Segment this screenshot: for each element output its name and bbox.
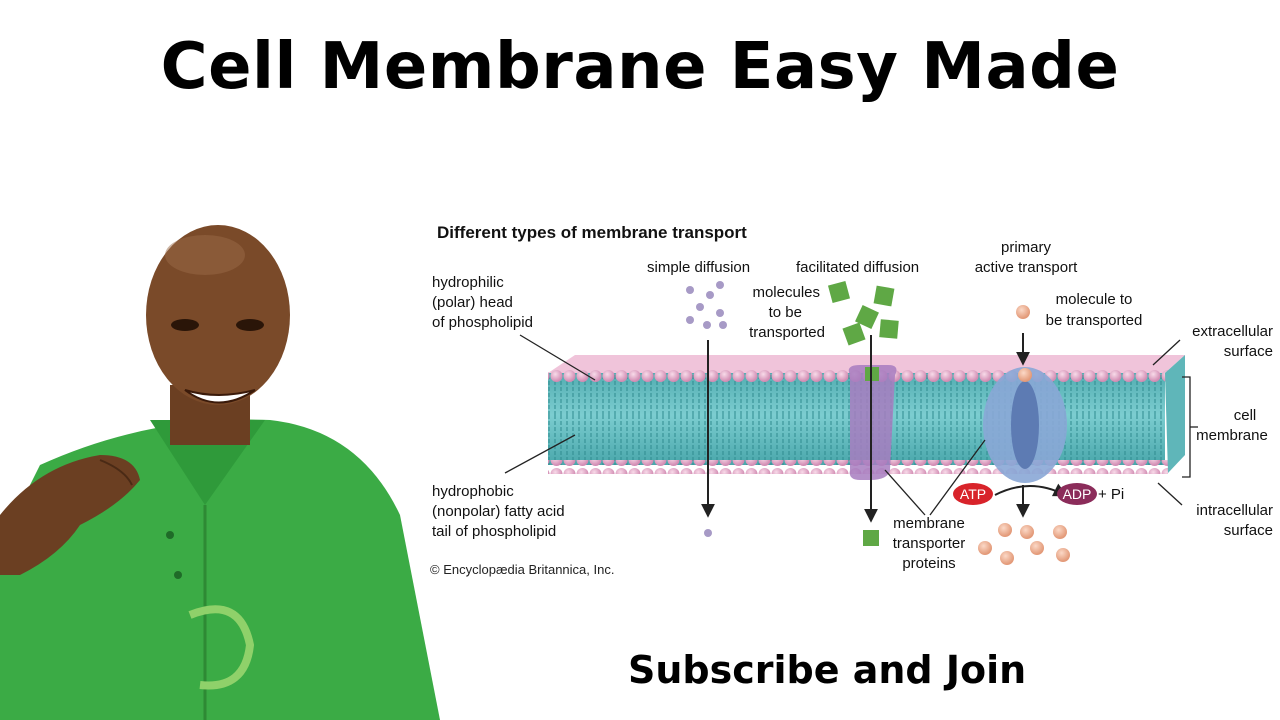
transporter-label-2: transporter xyxy=(893,535,966,552)
adp-badge xyxy=(1057,483,1097,505)
cell-membrane-label-2: membrane xyxy=(1196,427,1268,444)
pi-label: + Pi xyxy=(1098,486,1124,503)
hydrophilic-label-1: hydrophilic xyxy=(432,274,504,291)
presenter-image xyxy=(0,225,440,720)
simple-diffusion-label: simple diffusion xyxy=(647,259,750,276)
transporter-label-1: membrane xyxy=(893,515,965,532)
channel-protein xyxy=(848,365,897,480)
simple-diffusion-molecules xyxy=(686,281,727,537)
molecules-to-be-label-1: molecules xyxy=(752,284,820,301)
molecules-to-be-label-3: transported xyxy=(749,324,825,341)
hydrophobic-label-2: (nonpolar) fatty acid xyxy=(432,503,565,520)
molecules-to-be-label-2: to be xyxy=(769,304,802,321)
membrane-diagram: Different types of membrane transport xyxy=(430,223,1273,577)
copyright-label: © Encyclopædia Britannica, Inc. xyxy=(430,562,614,577)
hydrophobic-label-1: hydrophobic xyxy=(432,483,514,500)
atp-label: ATP xyxy=(960,486,986,502)
hydrophobic-label-3: tail of phospholipid xyxy=(432,523,556,540)
intracellular-label-1: intracellular xyxy=(1196,502,1273,519)
active-transport-molecules xyxy=(978,305,1070,565)
primary-active-label-2: active transport xyxy=(975,259,1078,276)
carrier-protein xyxy=(983,367,1067,483)
molecule-to-be-label-1: molecule to xyxy=(1056,291,1133,308)
cell-membrane-label-1: cell xyxy=(1234,407,1257,424)
diagram-heading: Different types of membrane transport xyxy=(437,223,747,242)
page-title: Cell Membrane Easy Made xyxy=(160,30,1120,104)
intracellular-label-2: surface xyxy=(1224,522,1273,539)
subscribe-cta: Subscribe and Join xyxy=(628,648,1027,692)
molecule-to-be-label-2: be transported xyxy=(1046,312,1143,329)
leader-lines xyxy=(504,334,1198,516)
transporter-label-3: proteins xyxy=(902,555,955,572)
hydrophilic-label-3: of phospholipid xyxy=(432,314,533,331)
extracellular-label-2: surface xyxy=(1224,343,1273,360)
atp-badge xyxy=(953,483,993,505)
hydrophilic-label-2: (polar) head xyxy=(432,294,513,311)
extracellular-label-1: extracellular xyxy=(1192,323,1273,340)
hand xyxy=(0,455,140,575)
adp-label: ADP xyxy=(1063,486,1092,502)
facilitated-cubes xyxy=(827,280,899,546)
facilitated-diffusion-label: facilitated diffusion xyxy=(796,259,919,276)
primary-active-label-1: primary xyxy=(1001,239,1052,256)
